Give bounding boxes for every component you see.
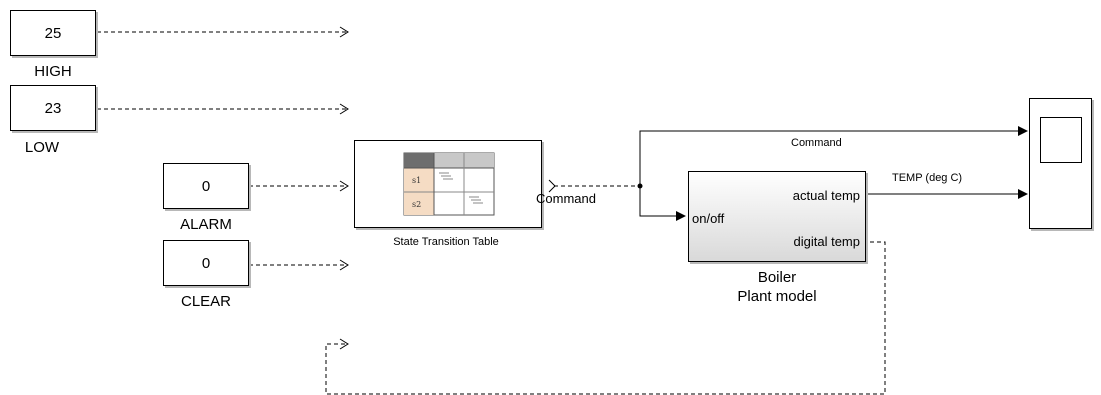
state-s2-text: s2	[412, 200, 421, 209]
low-value: 23	[44, 99, 62, 117]
command-to-scope-line	[639, 130, 1018, 186]
arrowhead	[1018, 126, 1028, 136]
command-signal-label: Command	[791, 137, 842, 149]
high-label: HIGH	[34, 63, 72, 80]
scope-display	[1040, 117, 1082, 163]
alarm-label: ALARM	[180, 216, 232, 233]
stt-command-port-label: Command	[536, 191, 596, 206]
stt-output-port-mark	[548, 179, 556, 193]
clear-value: 0	[201, 254, 211, 272]
on-off-port-label: on/off	[692, 211, 725, 226]
digital-temp-feedback-line	[325, 241, 886, 395]
actual-temp-port-label: actual temp	[792, 188, 860, 203]
state-s1-text: s1	[412, 176, 421, 185]
clear-label: CLEAR	[180, 293, 232, 310]
high-constant-block[interactable]: 25	[10, 10, 96, 56]
dashed-arrowhead	[339, 259, 349, 271]
boiler-label: Boiler	[757, 269, 797, 286]
dashed-arrowhead	[339, 26, 349, 38]
arrowhead	[676, 211, 686, 221]
plant-model-label: Plant model	[737, 288, 817, 305]
low-constant-block[interactable]: 23	[10, 85, 96, 131]
low-label: LOW	[24, 139, 60, 156]
alarm-value: 0	[201, 177, 211, 195]
temp-signal-label: TEMP (deg C)	[892, 172, 963, 184]
arrowhead	[1018, 189, 1028, 199]
state-transition-table-label: State Transition Table	[393, 236, 499, 248]
state-transition-table-block[interactable]: s1 s2	[354, 140, 542, 228]
boiler-plant-model-block[interactable]: on/off actual temp digital temp	[688, 171, 866, 262]
alarm-constant-block[interactable]: 0	[163, 163, 249, 209]
high-value: 25	[44, 24, 62, 42]
dashed-arrowhead	[339, 180, 349, 192]
clear-constant-block[interactable]: 0	[163, 240, 249, 286]
digital-temp-port-label: digital temp	[793, 234, 860, 249]
scope-block[interactable]	[1029, 98, 1092, 229]
command-to-boiler-line	[639, 186, 676, 217]
dashed-arrowhead	[339, 338, 349, 350]
dashed-arrowhead	[339, 103, 349, 115]
state-transition-table-icon: s1 s2	[403, 152, 495, 216]
branch-point	[637, 183, 643, 189]
